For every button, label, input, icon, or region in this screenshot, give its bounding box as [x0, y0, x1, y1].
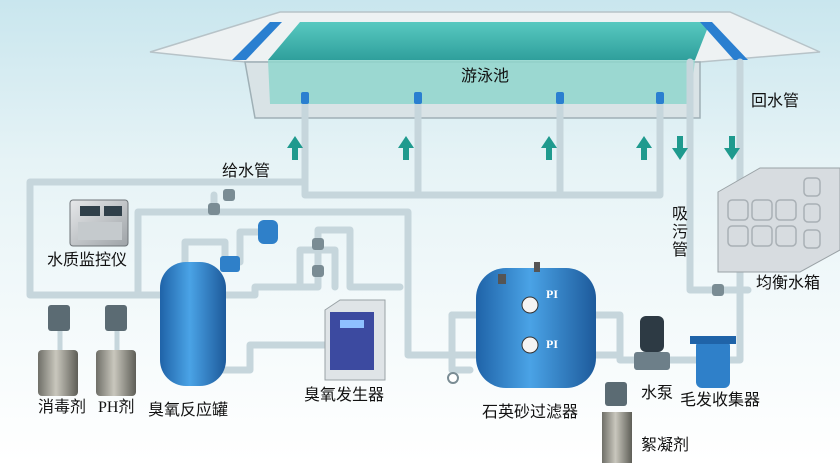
label-supply-pipe: 给水管	[222, 163, 271, 180]
pool-rim-right	[700, 22, 748, 60]
pump-body	[634, 352, 670, 370]
filter-inlet-pipe	[448, 311, 474, 374]
pump-motor	[640, 316, 664, 352]
flocculant-dosing	[602, 382, 632, 463]
flow-arrows	[287, 136, 740, 160]
filter-top-vent	[534, 262, 540, 272]
pool-water-body	[268, 60, 695, 104]
pool-rim-left	[232, 22, 282, 60]
hair-collector-body	[696, 340, 730, 388]
arrow-up-icon	[541, 136, 557, 160]
dosing-pump-icon	[605, 382, 627, 406]
gauge-label-top: PI	[546, 287, 558, 301]
suction-pipe	[686, 58, 752, 294]
valve-icon	[312, 265, 324, 277]
dosing-pump-icon	[48, 305, 70, 331]
supply-header-pipe	[301, 96, 664, 199]
label-disinfectant: 消毒剂	[38, 399, 87, 416]
label-ozone-generator: 臭氧发生器	[304, 387, 385, 404]
dosing-pump-icon	[105, 305, 127, 331]
inlet-nozzle	[656, 92, 664, 104]
hair-collector	[690, 336, 736, 388]
ozone-tank-body	[160, 262, 226, 386]
flocculant-barrel	[602, 412, 632, 463]
gauge-label-bottom: PI	[546, 337, 558, 351]
label-pool: 游泳池	[461, 68, 510, 85]
label-pump: 水泵	[641, 385, 674, 402]
pool-inlets	[301, 92, 664, 104]
ph-dosing	[96, 305, 136, 396]
arrow-up-icon	[398, 136, 414, 160]
monitor-panel	[78, 222, 122, 240]
filter-body	[476, 268, 596, 388]
valve-icon	[223, 189, 235, 201]
swimming-pool	[149, 11, 821, 119]
disinfectant-dosing	[38, 305, 78, 396]
generator-display	[340, 320, 364, 328]
drain-valve-icon	[447, 372, 459, 384]
valve-icon	[712, 284, 724, 296]
monitor-display	[104, 206, 122, 216]
ozone-generator	[324, 299, 386, 381]
arrow-up-icon	[287, 136, 303, 160]
water-quality-monitor	[69, 199, 129, 247]
label-ph-agent: PH剂	[98, 399, 135, 416]
arrow-down-icon	[672, 136, 688, 160]
valve-icon	[312, 238, 324, 250]
quartz-sand-filter	[476, 262, 596, 388]
label-suction-pipe: 吸污管	[669, 205, 686, 259]
pressure-gauge-icon	[521, 296, 539, 314]
ozone-bypass-pipe	[221, 226, 404, 299]
disinfectant-barrel	[38, 350, 78, 396]
arrow-down-icon	[724, 136, 740, 160]
balance-tank	[717, 167, 840, 273]
label-hair-collector: 毛发收集器	[680, 392, 761, 409]
label-flocculant: 絮凝剂	[641, 437, 690, 454]
filter-top-valve	[498, 274, 506, 284]
water-pump	[634, 316, 670, 370]
pressure-gauge-icon	[521, 336, 539, 354]
label-water-monitor: 水质监控仪	[47, 252, 128, 269]
valve-icon	[208, 203, 220, 215]
ozone-reaction-tank	[160, 220, 278, 386]
monitor-display	[80, 206, 100, 216]
ozone-injector-icon	[258, 220, 278, 244]
inlet-nozzle	[556, 92, 564, 104]
hair-collector-lid	[690, 336, 736, 344]
label-return-pipe: 回水管	[751, 93, 800, 110]
ph-barrel	[96, 350, 136, 396]
inlet-nozzle	[301, 92, 309, 104]
arrow-up-icon	[636, 136, 652, 160]
balance-tank-panels	[727, 177, 821, 249]
label-ozone-tank: 臭氧反应罐	[148, 402, 229, 419]
supply-main-pipe	[26, 178, 309, 299]
ozone-loop-pipe	[134, 208, 474, 359]
ozone-gen-pipe	[216, 341, 344, 374]
label-sand-filter: 石英砂过滤器	[482, 404, 579, 421]
pool-water-surface	[268, 22, 710, 60]
inlet-nozzle	[414, 92, 422, 104]
ozone-mixer-icon	[220, 256, 240, 272]
valves	[208, 189, 724, 384]
label-balance-tank: 均衡水箱	[756, 275, 821, 292]
